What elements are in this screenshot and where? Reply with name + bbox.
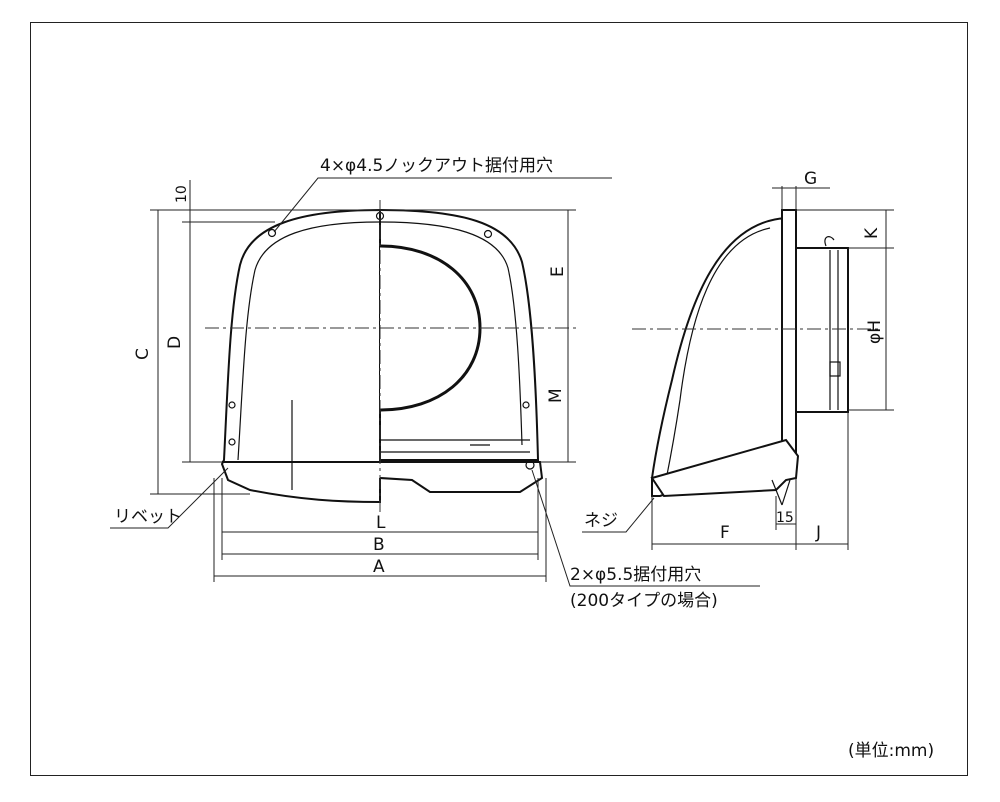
side-flange (781, 209, 797, 465)
base-detail (380, 439, 530, 453)
dim-A: A (373, 557, 385, 577)
knockout-hole-side (228, 401, 236, 409)
dim-10: 10 (174, 185, 190, 203)
mount-holes-label: 2×φ5.5据付用穴 (570, 565, 701, 585)
dim-D: D (165, 336, 185, 349)
side-view (632, 209, 880, 506)
front-view (205, 200, 578, 512)
front-dimensions (110, 177, 760, 587)
dim-L: L (376, 513, 386, 533)
duct-pipe (795, 247, 849, 413)
dim-C: C (133, 348, 153, 360)
dim-F: F (720, 523, 730, 543)
rivet-label: リベット (114, 507, 182, 527)
side-hood-inner (665, 227, 771, 481)
knockout-hole-right (483, 229, 493, 239)
dim-G: G (804, 169, 817, 189)
hood-right-inner (379, 221, 523, 446)
rivet-leader (110, 467, 229, 529)
hood-body (220, 208, 381, 504)
dim-M: M (546, 388, 566, 403)
knockout-holes-label: 4×φ4.5ノックアウト据付用穴 (320, 156, 553, 176)
screw-leader (582, 497, 655, 533)
dim-E: E (548, 266, 568, 277)
pipe-tab (829, 361, 841, 377)
dim-15: 15 (776, 510, 794, 526)
screw-label: ネジ (584, 511, 618, 531)
dim-K: K (862, 227, 882, 239)
side-hole-right (522, 401, 530, 409)
clip (824, 236, 835, 247)
rivet-hole (228, 438, 236, 446)
mount-hole (525, 460, 535, 470)
knockout-leader (273, 177, 612, 233)
side-base (650, 438, 800, 498)
dim-B: B (373, 535, 385, 555)
side-dimensions (582, 186, 894, 550)
dim-J: J (815, 523, 821, 543)
mount-hole-leader (531, 469, 760, 587)
hood-inner-edge (237, 221, 381, 461)
drawing-frame (30, 22, 968, 776)
dim-H: φH (865, 320, 885, 344)
mount-holes-note: (200タイプの場合) (570, 591, 718, 611)
unit-label: (単位:mm) (848, 741, 934, 761)
knockout-hole-left (267, 228, 277, 238)
